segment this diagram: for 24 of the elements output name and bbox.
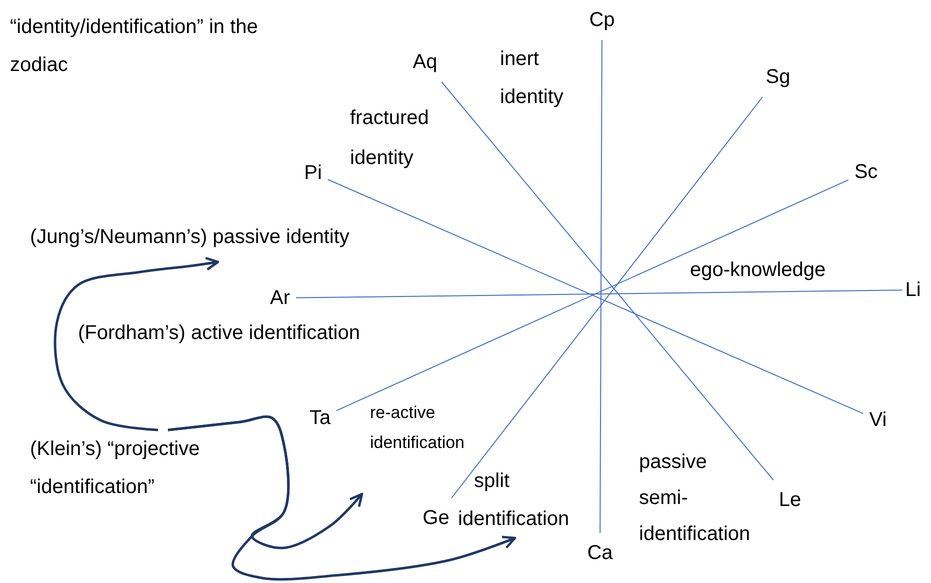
annotation-text: fractured identity	[350, 106, 430, 171]
title: “identity/identification” in the zodiac	[10, 15, 259, 78]
curved-arrow	[54, 256, 220, 432]
zodiac-sign-label: Sg	[760, 57, 796, 97]
zodiac-sign-label: Cp	[583, 0, 621, 40]
spoke-line	[296, 290, 903, 298]
zodiac-sign-label: Li	[902, 270, 924, 310]
zodiac-sign-label: Sc	[848, 152, 884, 192]
annotation-text: ego-knowledge	[690, 258, 826, 283]
spoke-line	[600, 40, 602, 534]
zodiac-sign-label: Aq	[406, 42, 444, 82]
zodiac-sign-label: Ta	[303, 398, 337, 438]
zodiac-sign-label: Pi	[298, 153, 328, 193]
zodiac-sign-label: Ge	[418, 498, 454, 538]
curved-arrow	[168, 416, 516, 581]
annotation-text: passive semi-identification	[639, 450, 750, 547]
zodiac-sign-label: Ar	[264, 278, 296, 318]
annotation-text: inert identity	[500, 47, 564, 110]
zodiac-sign-label: Le	[772, 480, 808, 520]
annotation-text: re-active identification	[370, 402, 466, 454]
annotation-text: (Fordham’s) active identification	[78, 321, 360, 346]
zodiac-sign-label: Vi	[863, 400, 893, 440]
concept-label: (Jung’s/Neumann’s) passive identity	[30, 222, 350, 262]
concept-label: (Klein’s) “projective “identification”	[30, 430, 280, 506]
